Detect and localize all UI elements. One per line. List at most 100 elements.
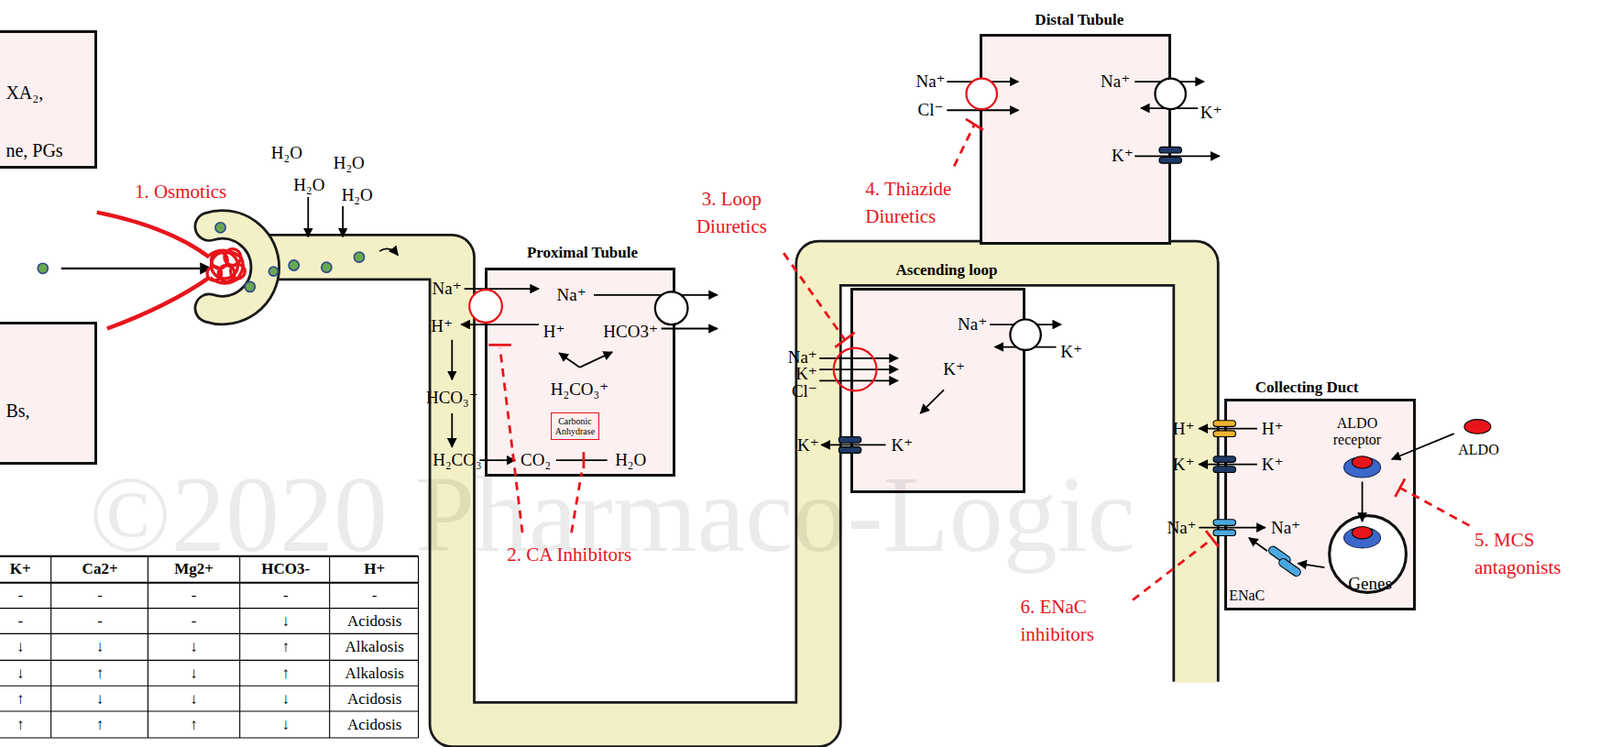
drawing-part (1329, 515, 1407, 592)
ion-channel (1213, 519, 1236, 527)
reaction-line (556, 459, 608, 461)
transporter (655, 291, 689, 325)
ion-label: H⁺ (430, 317, 453, 337)
table-cell: HCO3- (261, 560, 310, 579)
ion-label: Na⁺ (432, 279, 462, 299)
flow-arrow (1198, 463, 1257, 466)
table-cell: ↓ (16, 665, 25, 683)
table-cell: ↓ (282, 613, 291, 631)
flow-arrow (821, 444, 886, 447)
table-cell: - (372, 587, 378, 605)
solute-dot (215, 222, 226, 233)
ion-label: Na⁺ (1166, 517, 1196, 537)
flow-arrow (819, 379, 899, 382)
ion-label: ALDO (1457, 441, 1499, 459)
flow-arrow (1361, 482, 1364, 522)
cell-box: Ascending loop (850, 287, 1027, 494)
inhibition-line (1132, 538, 1213, 601)
solute-dot (288, 260, 299, 271)
inhibition-line (488, 343, 511, 347)
drug-callout: 5. MCS antagonists (1474, 525, 1592, 581)
ion-label: K⁺ (1261, 454, 1284, 474)
table-grid (0, 556, 419, 583)
ion-label: H₂O (293, 175, 325, 195)
flow-arrow (460, 323, 539, 326)
ion-label: K⁺ (795, 363, 818, 384)
table-cell: Alkalosis (345, 665, 405, 683)
table-cell: ↑ (96, 715, 105, 734)
inhibition-line (582, 451, 586, 469)
table-cell: ↑ (282, 665, 291, 683)
ion-channel (1213, 430, 1236, 438)
table-cell: ↑ (16, 715, 25, 734)
table-cell: - (191, 613, 198, 631)
cell-box-text: Ascending loop (895, 261, 998, 279)
ion-label: H₂O (271, 143, 303, 164)
filtrate-arrow (61, 262, 213, 274)
nephron-tube (267, 257, 1196, 725)
flow-arrow (593, 294, 718, 296)
reaction-line (556, 459, 608, 461)
table-cell: ↓ (96, 638, 105, 657)
table-cell: ↓ (189, 665, 198, 683)
ion-label: H₂O (341, 185, 373, 205)
ion-channel (1213, 420, 1236, 428)
filtrate-arrow (61, 267, 200, 270)
ion-channel (838, 447, 861, 454)
cell-box-text: Proximal Tubule (526, 243, 638, 262)
drug-callout: 4. Thiazide Diuretics (865, 174, 983, 231)
ion-label: Na⁺ (557, 284, 587, 305)
solute-dot (37, 222, 364, 293)
info-box: XA₂,ne, PGs (0, 30, 98, 168)
enzyme-box-text: Carbonic Anhydrase (555, 415, 595, 437)
flow-arrow (464, 287, 539, 290)
ion-label: Na⁺ (1100, 72, 1130, 92)
info-box-text: Bs, (5, 400, 30, 421)
table-cell: ↓ (16, 638, 25, 657)
table-cell: - (97, 613, 103, 631)
solute-dot (353, 252, 364, 263)
blood-vessel (97, 212, 209, 258)
ion-label: K⁺ (1111, 146, 1134, 166)
table-grid (51, 556, 419, 738)
blood-vessel (107, 277, 209, 329)
table-cell: ↓ (189, 690, 198, 708)
flow-arrow (450, 339, 453, 380)
cell-box: Distal Tubule (979, 33, 1172, 246)
drug-callout: 3. Loop Diuretics (680, 184, 783, 241)
table-cell: Acidosis (347, 613, 403, 631)
ion-label: H⁺ (1261, 418, 1284, 439)
ion-channel (1213, 529, 1236, 537)
ion-channel (1213, 466, 1236, 473)
nucleus-circle: Genes (1326, 513, 1409, 595)
ion-label: Cl⁻ (918, 100, 944, 121)
ion-label: Na⁺ (1271, 517, 1301, 537)
ion-label: K⁺ (1200, 102, 1223, 122)
table-grid (0, 608, 419, 738)
flow-arrow (661, 328, 718, 330)
ion-label: ALDO receptor (1321, 415, 1393, 450)
info-box-text: XA₂, (5, 82, 44, 103)
table-cell: H+ (363, 560, 385, 579)
ion-label: CO₂ (520, 450, 551, 471)
table-cell: Acidosis (347, 715, 403, 734)
receptor (1351, 456, 1372, 469)
ion-label: H₂CO₃ (432, 450, 482, 471)
flow-arrow (306, 197, 309, 237)
ion-label: H₂O (614, 450, 647, 471)
table-cell: ↑ (282, 638, 291, 657)
receptor (1351, 526, 1372, 539)
flow-arrow (450, 413, 453, 448)
ion-label: H⁺ (543, 321, 566, 341)
nephron-tube (267, 257, 1196, 725)
ion-label: H⁺ (1172, 418, 1195, 439)
inhibition-line (783, 252, 845, 340)
flow-arrow (1198, 427, 1257, 430)
nephron-tube (267, 257, 1196, 725)
table-cell: - (283, 587, 289, 605)
transporter (469, 289, 503, 323)
ion-label: K⁺ (1060, 342, 1083, 362)
ion-label: ENaC (1228, 587, 1265, 604)
ion-label: Na⁺ (957, 315, 987, 335)
info-box: Bs, (0, 321, 98, 465)
